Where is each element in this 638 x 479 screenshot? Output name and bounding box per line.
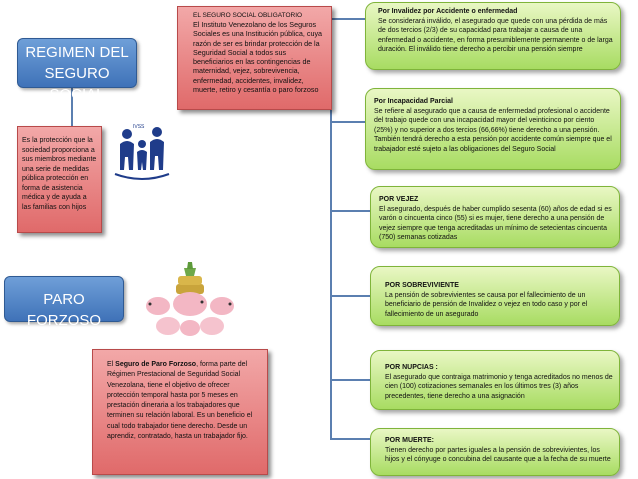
paro-description-rest: , forma parte del Régimen Prestacional d… [107,361,253,441]
card-muerte: POR MUERTE: Tienen derecho por partes ig… [370,428,620,476]
regimen-title-line1: REGIMEN DEL [25,44,129,61]
card-incapacidad-body: Se refiere al asegurado que a causa de e… [374,107,612,153]
connector-to-card-2 [332,121,365,123]
sso-heading: EL SEGURO SOCIAL OBLIGATORIO [193,12,303,19]
card-invalidez-body: Se considerará inválido, el asegurado qu… [378,17,613,54]
connector-to-card-4 [332,295,370,297]
ivss-logo-text: IVSS [133,124,145,130]
regimen-title-box: REGIMEN DEL SEGURO SOCIAL [17,38,137,103]
regimen-description-box: Es la protección que la sociedad proporc… [17,126,102,233]
connector-regimen-down [71,88,73,126]
paro-description-box: El Seguro de Paro Forzoso, forma parte d… [92,349,268,475]
card-nupcias: POR NUPCIAS : El asegurado que contraiga… [370,350,620,410]
connector-to-card-6 [332,438,370,440]
card-sobreviviente-title: POR SOBREVIVIENTE [385,282,459,289]
connector-to-card-3 [332,210,370,212]
card-incapacidad: Por Incapacidad Parcial Se refiere al as… [365,88,621,170]
card-invalidez: Por Invalidez por Accidente o enfermedad… [365,2,621,70]
sso-body: El Instituto Venezolano de los Seguros S… [193,20,323,95]
card-muerte-body: Tienen derecho por partes iguales a la p… [385,446,611,464]
paro-title: PARO FORZOSO [26,291,102,329]
card-nupcias-title: POR NUPCIAS : [385,364,438,371]
connector-to-card-1 [332,18,365,20]
card-vejez-body: El asegurado, después de haber cumplido … [379,205,612,242]
piggy-banks-illustration [140,262,240,340]
paro-title-box: PARO FORZOSO [4,276,124,329]
card-nupcias-body: El asegurado que contraiga matrimonio y … [385,373,613,400]
connector-to-card-5 [332,379,370,381]
sso-box: EL SEGURO SOCIAL OBLIGATORIO El Institut… [177,6,332,110]
regimen-description: Es la protección que la sociedad proporc… [22,137,97,211]
connector-trunk [330,110,332,440]
card-muerte-title: POR MUERTE: [385,437,434,444]
paro-description-bold: Seguro de Paro Forzoso [115,361,197,368]
paro-description: El Seguro de Paro Forzoso, forma parte d… [107,360,261,442]
paro-description-prefix: El [107,361,116,368]
card-incapacidad-title: Por Incapacidad Parcial [374,98,453,105]
card-vejez-title: POR VEJEZ [379,196,419,203]
ivss-logo: IVSS [113,122,171,182]
card-vejez: POR VEJEZ El asegurado, después de haber… [370,186,620,248]
regimen-title-line2: SEGURO SOCIAL [44,65,110,103]
card-invalidez-title: Por Invalidez por Accidente o enfermedad [378,8,518,15]
card-sobreviviente-body: La pensión de sobrevivientes se causa po… [385,291,588,318]
card-sobreviviente: POR SOBREVIVIENTE La pensión de sobreviv… [370,266,620,326]
